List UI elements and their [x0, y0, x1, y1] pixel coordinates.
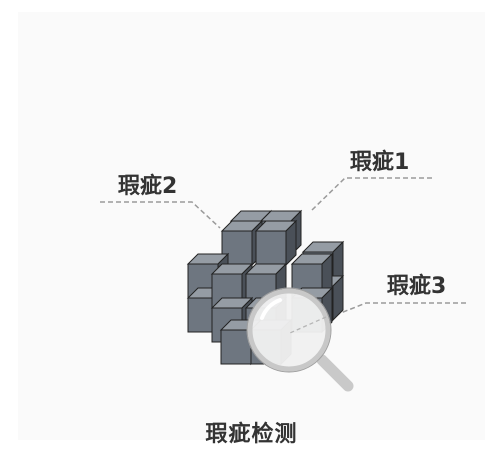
label-defect-3: 瑕疵3: [387, 274, 447, 299]
caption: 瑕疵检测: [205, 422, 298, 447]
leader-line-defect-2: [100, 201, 221, 229]
magnifier-icon: [246, 287, 354, 392]
label-defect-2: 瑕疵2: [118, 174, 178, 199]
label-defect-1: 瑕疵1: [350, 150, 410, 175]
leader-line-defect-1: [311, 177, 432, 211]
